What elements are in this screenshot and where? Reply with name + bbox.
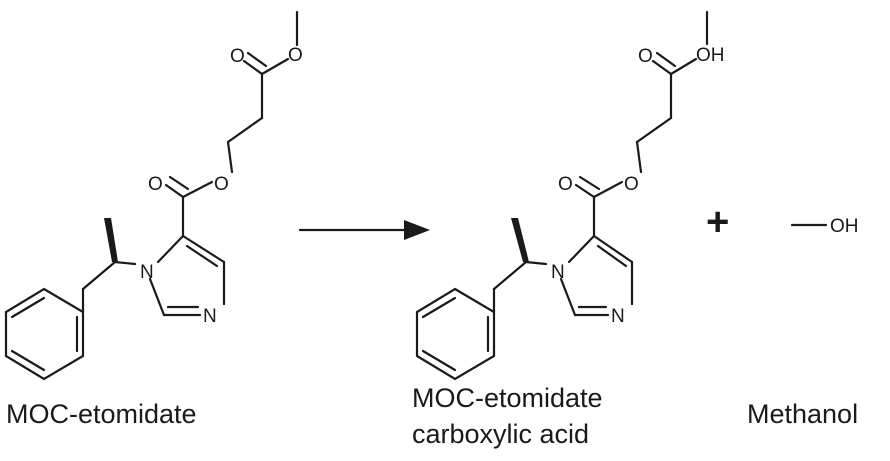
reactant-structure: N N O O O O <box>4 10 303 381</box>
byproduct-caption: Methanol <box>747 399 859 429</box>
product-imidazole-ring <box>559 234 634 317</box>
reaction-arrow <box>298 220 430 240</box>
product-atom-n3: N <box>611 306 625 327</box>
reactant-carbonyl-o1: O <box>148 174 163 195</box>
product-caption-line1: MOC-etomidate <box>412 383 603 413</box>
reactant-carbonyl-o2: O <box>230 46 245 67</box>
reactant-imidazole-ring <box>148 234 226 317</box>
methanol-hydroxyl-oh: OH <box>830 216 859 237</box>
product-caption-line2: carboxylic acid <box>412 419 590 449</box>
product-ring-to-chiral-bond <box>492 260 528 291</box>
reactant-benzene-ring <box>4 287 85 381</box>
reactant-chiral-to-n-bond <box>113 260 137 266</box>
methanol-structure: OH <box>790 216 859 237</box>
product-hydroxyl-oh: OH <box>696 45 725 66</box>
reactant-atom-n1: N <box>140 262 154 283</box>
product-atom-n1: N <box>551 262 565 283</box>
plus-sign: + <box>706 200 730 244</box>
product-carbonyl-o1: O <box>558 174 573 195</box>
reactant-ester-o1: O <box>214 174 229 195</box>
reactant-wedge-bond <box>104 218 118 262</box>
product-chiral-to-n-bond <box>524 260 548 266</box>
reactant-atom-n3: N <box>203 306 217 327</box>
reactant-ring-to-chiral-bond <box>81 260 117 291</box>
reactant-ester-chain <box>164 10 299 238</box>
reactant-caption: MOC-etomidate <box>6 399 197 429</box>
reactant-ester-o2: O <box>288 45 303 66</box>
product-structure: N N O O O OH <box>415 10 725 381</box>
product-benzene-ring <box>415 287 496 381</box>
product-ester-o1: O <box>624 174 639 195</box>
product-wedge-bond <box>511 218 529 262</box>
product-ester-acid-chain <box>574 10 709 238</box>
product-carbonyl-o2: O <box>638 46 653 67</box>
